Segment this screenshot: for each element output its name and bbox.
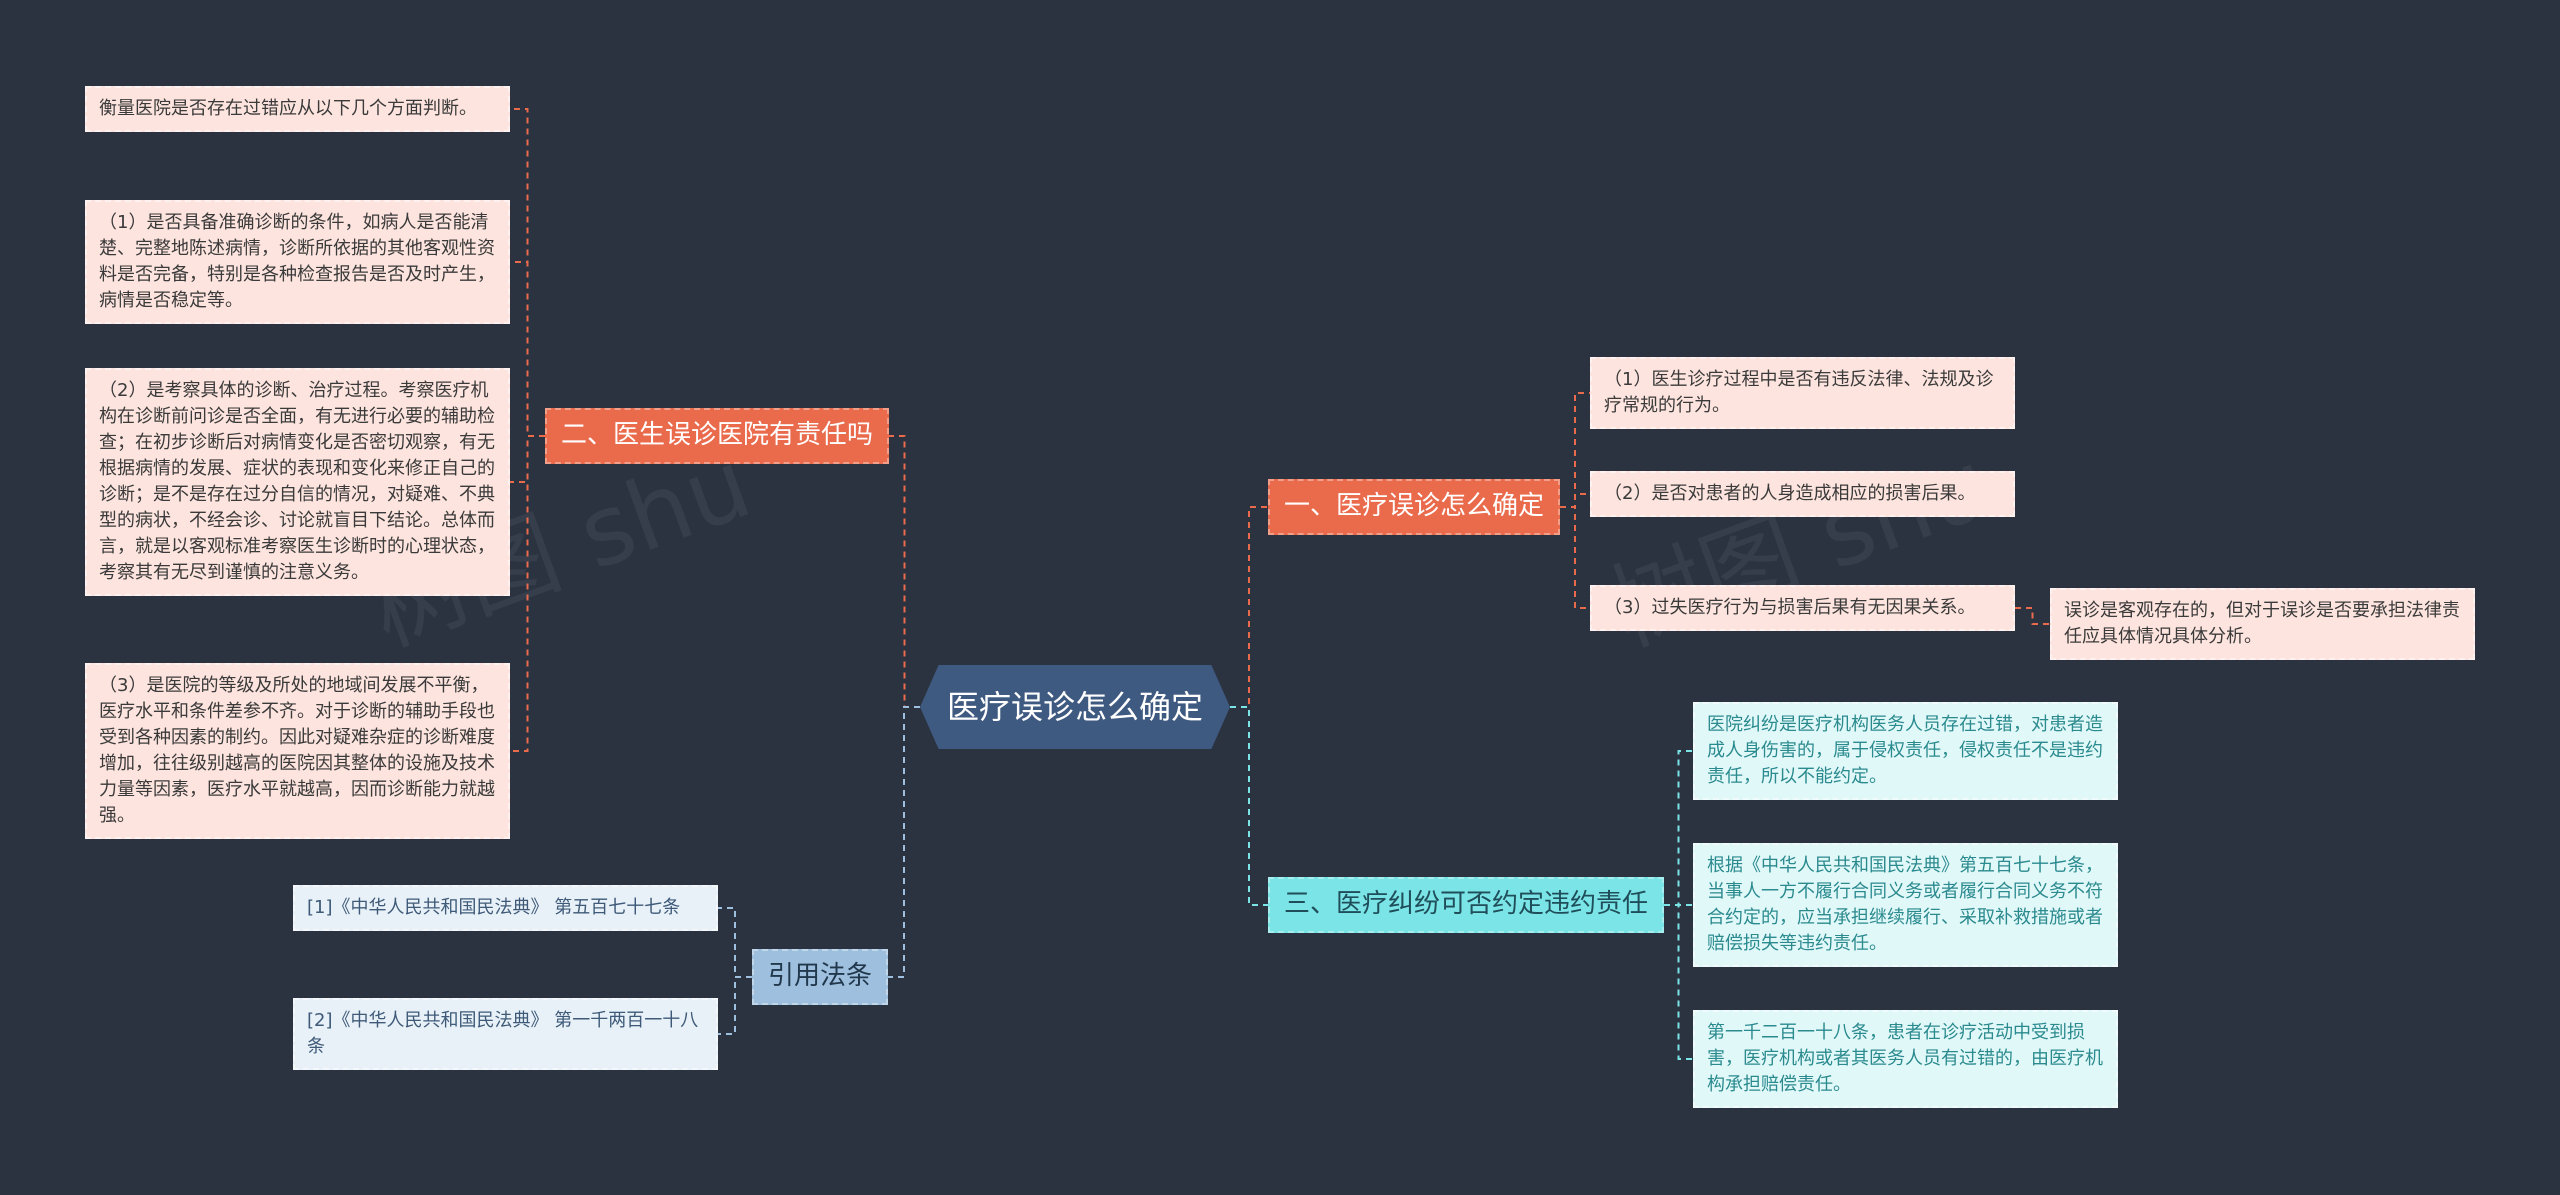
connector-line xyxy=(718,976,752,1035)
leaf-item[interactable]: （2）是否对患者的人身造成相应的损害后果。 xyxy=(1590,471,2015,517)
branch-hospital-liability[interactable]: 二、医生误诊医院有责任吗 xyxy=(545,408,890,464)
connector-line xyxy=(1560,392,1590,508)
connector-line xyxy=(2015,607,2050,625)
leaf-note[interactable]: 误诊是客观存在的，但对于误诊是否要承担法律责任应具体情况具体分析。 xyxy=(2050,588,2475,660)
leaf-item[interactable]: 衡量医院是否存在过错应从以下几个方面判断。 xyxy=(85,86,510,132)
connector-line xyxy=(718,907,752,978)
leaf-item[interactable]: （3）过失医疗行为与损害后果有无因果关系。 xyxy=(1590,585,2015,631)
leaf-item[interactable]: （2）是考察具体的诊断、治疗过程。考察医疗机构在诊断前问诊是否全面，有无进行必要… xyxy=(85,368,510,596)
branch-contract-liability[interactable]: 三、医疗纠纷可否约定违约责任 xyxy=(1268,877,1665,933)
connector-line xyxy=(510,261,545,437)
leaf-item[interactable]: （1）是否具备准确诊断的条件，如病人是否能清楚、完整地陈述病情，诊断所依据的其他… xyxy=(85,200,510,324)
leaf-item[interactable]: 第一千二百一十八条，患者在诊疗活动中受到损害，医疗机构或者其医务人员有过错的，由… xyxy=(1693,1010,2118,1108)
connector-line xyxy=(1230,706,1268,906)
connector-line xyxy=(1560,493,1590,508)
connector-line xyxy=(1664,750,1693,906)
branch-misdiagnosis-determination[interactable]: 一、医疗误诊怎么确定 xyxy=(1268,479,1561,535)
connector-line xyxy=(888,706,920,978)
leaf-item[interactable]: 根据《中华人民共和国民法典》第五百七十七条，当事人一方不履行合同义务或者履行合同… xyxy=(1693,843,2118,967)
leaf-item[interactable]: （1）医生诊疗过程中是否有违反法律、法规及诊疗常规的行为。 xyxy=(1590,357,2015,429)
connector-line xyxy=(889,435,920,708)
leaf-citation[interactable]: [2]《中华人民共和国民法典》 第一千两百一十八条 xyxy=(293,998,718,1070)
root-topic[interactable]: 医疗误诊怎么确定 xyxy=(920,665,1230,749)
connector-line xyxy=(1560,506,1590,609)
connector-line xyxy=(510,435,545,752)
connector-line xyxy=(1230,506,1268,708)
connector-line xyxy=(1664,904,1693,1060)
leaf-item[interactable]: 医院纠纷是医疗机构医务人员存在过错，对患者造成人身伤害的，属于侵权责任，侵权责任… xyxy=(1693,702,2118,800)
leaf-item[interactable]: （3）是医院的等级及所处的地域间发展不平衡，医疗水平和条件差参不齐。对于诊断的辅… xyxy=(85,663,510,839)
leaf-citation[interactable]: [1]《中华人民共和国民法典》 第五百七十七条 xyxy=(293,885,718,931)
branch-cited-laws[interactable]: 引用法条 xyxy=(752,949,889,1005)
